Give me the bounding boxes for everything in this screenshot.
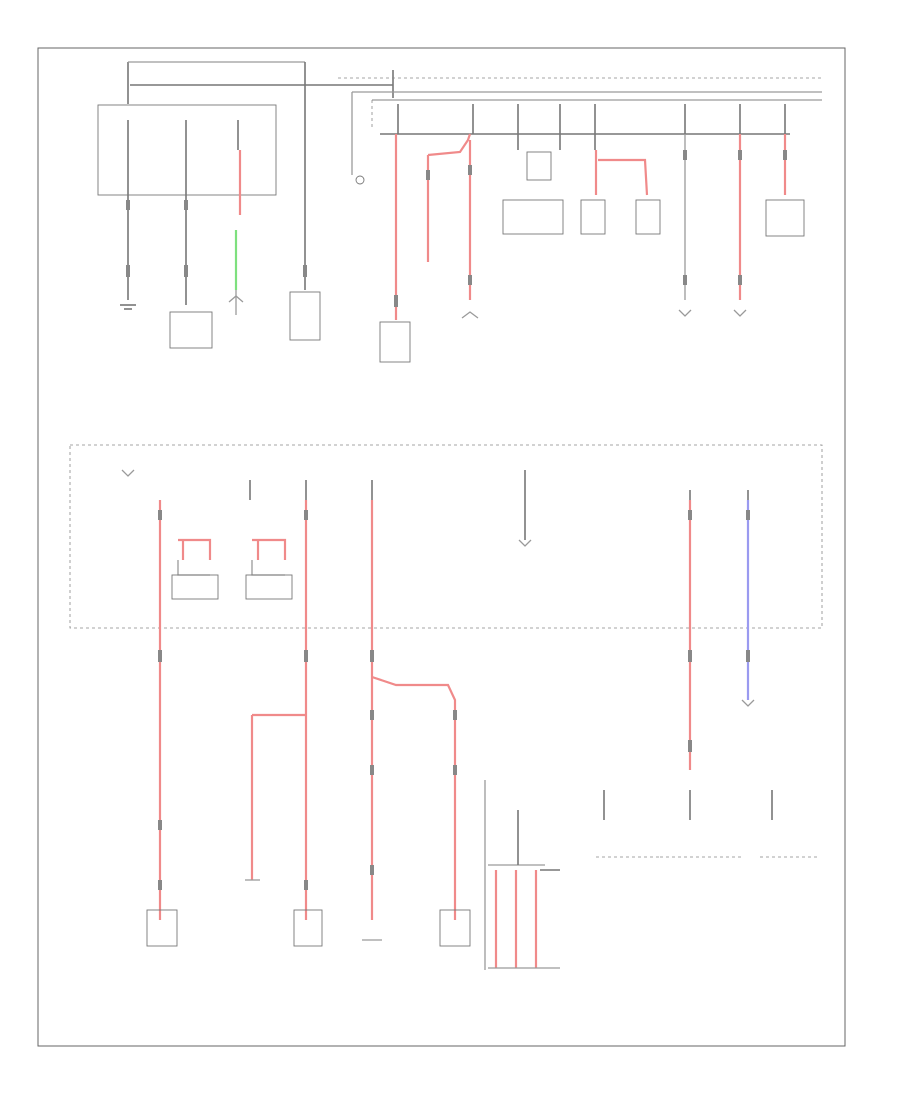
- ground-symbol-middle: [121, 469, 135, 477]
- fuse-relay-box-dashed: [69, 444, 823, 629]
- diagram-frame: [37, 47, 846, 1047]
- components-top: [355, 151, 805, 363]
- battery-fuse-block: [97, 61, 394, 315]
- fuse-lines-top: [394, 104, 787, 320]
- under-hood-fuse-box: [338, 77, 822, 175]
- connector-marks: [126, 150, 787, 890]
- components-bottom: [146, 879, 471, 947]
- fuse-lines-middle: [158, 470, 750, 920]
- relays-middle: [171, 539, 755, 707]
- fuse-block-bottom: [484, 780, 820, 970]
- battery-symbol: [120, 304, 136, 310]
- ground-symbol-left: [228, 295, 244, 303]
- alternator-box: [169, 311, 213, 349]
- starter-box: [289, 291, 321, 341]
